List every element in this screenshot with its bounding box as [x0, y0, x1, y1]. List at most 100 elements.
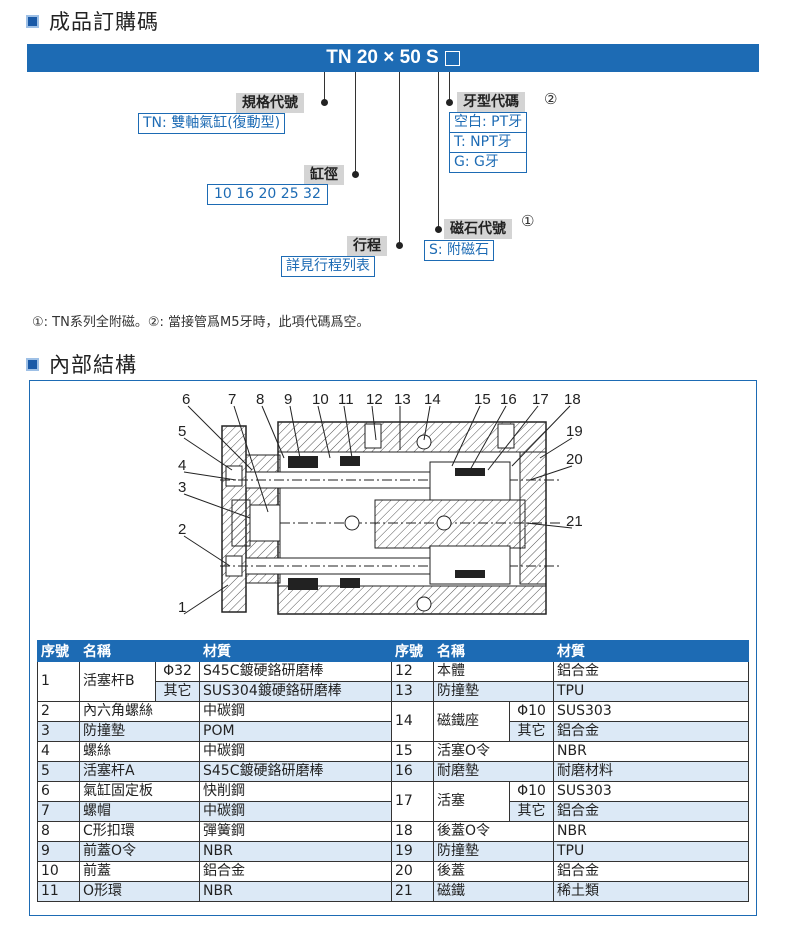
connector-bore: [355, 72, 356, 176]
label-spec: 規格代號: [236, 93, 304, 113]
model-code: TN 20 × 50 S: [326, 47, 439, 68]
part-variant: Φ32: [155, 661, 200, 682]
part-material: 鋁合金: [553, 661, 749, 682]
part-no: 3: [37, 721, 80, 742]
connector-spec: [324, 72, 325, 102]
callout-11: 11: [338, 391, 354, 408]
callout-9: 9: [284, 391, 292, 408]
part-material: 稀土類: [553, 881, 749, 902]
seal-front-top: [288, 456, 318, 468]
part-material: 快削鋼: [199, 781, 392, 802]
part-no: 1: [37, 661, 80, 702]
dot-thread: [446, 99, 453, 106]
magnet-top: [455, 468, 485, 476]
table-header-row: 序號 名稱 材質 序號 名稱 材質: [37, 640, 749, 662]
callout-4: 4: [178, 457, 186, 474]
seal-mid-top: [340, 456, 360, 466]
part-material: 鋁合金: [199, 861, 392, 882]
connector-thread: [449, 72, 450, 102]
callout-leader-8: [261, 405, 285, 459]
magnet-value: S: 附磁石: [429, 242, 490, 258]
part-material: 鋁合金: [553, 721, 749, 742]
part-no: 14: [391, 701, 434, 742]
port-bottom: [416, 596, 432, 612]
thread-value-1: T: NPT牙: [450, 133, 527, 153]
part-material: 中碳鋼: [199, 701, 392, 722]
callout-14: 14: [424, 391, 441, 408]
part-name: 活塞: [433, 781, 510, 822]
part-no: 17: [391, 781, 434, 822]
section-title-internal: 內部結構: [26, 349, 137, 379]
header-material-right: 材質: [553, 640, 749, 662]
pin-center-left: [344, 515, 360, 531]
square-bullet-icon: [26, 357, 39, 371]
sensor-slot-2: [497, 423, 515, 449]
callout-group: [183, 405, 573, 615]
part-material: NBR: [553, 821, 749, 842]
internal-structure-frame: [29, 380, 757, 916]
callout-leader-10: [317, 405, 331, 459]
part-name: 活塞O令: [433, 741, 554, 762]
magnet-bottom: [455, 570, 485, 578]
callout-leader-16: [469, 405, 507, 471]
part-no: 13: [391, 681, 434, 702]
part-material: POM: [199, 721, 392, 742]
part-material: SUS303: [553, 701, 749, 722]
label-bore: 缸徑: [304, 165, 344, 185]
part-variant: 其它: [509, 801, 554, 822]
callout-leader-9: [289, 405, 301, 459]
callout-21: 21: [566, 513, 583, 530]
thread-value-2: G: G牙: [454, 154, 499, 170]
part-name: 磁鐵: [433, 881, 554, 902]
thread-value-box: 空白: PT牙 T: NPT牙 G: G牙: [449, 112, 528, 173]
dot-magnet: [435, 226, 442, 233]
part-variant: Φ10: [509, 781, 554, 802]
label-thread: 牙型代碼: [457, 92, 525, 112]
part-material: TPU: [553, 841, 749, 862]
part-no: 5: [37, 761, 80, 782]
part-material: NBR: [199, 841, 392, 862]
dot-stroke: [396, 242, 403, 249]
callout-8: 8: [256, 391, 264, 408]
callout-13: 13: [394, 391, 411, 408]
callout-leader-1: [183, 584, 229, 615]
rod-nut: [249, 504, 281, 542]
part-name: C形扣環: [79, 821, 200, 842]
part-material: 鋁合金: [553, 861, 749, 882]
part-material: NBR: [553, 741, 749, 762]
part-no: 16: [391, 761, 434, 782]
callout-6: 6: [182, 391, 190, 408]
part-material: 鋁合金: [553, 801, 749, 822]
plate-bolt-top: [225, 465, 243, 487]
magnet-note-mark: ①: [521, 212, 535, 230]
part-name: 氣缸固定板: [79, 781, 200, 802]
part-name: 磁鐵座: [433, 701, 510, 742]
callout-3: 3: [178, 479, 186, 496]
callout-15: 15: [474, 391, 491, 408]
piston-bottom: [429, 545, 511, 585]
part-no: 6: [37, 781, 80, 802]
part-no: 4: [37, 741, 80, 762]
model-code-bar: TN 20 × 50 S: [27, 44, 759, 72]
stroke-value-box: 詳見行程列表: [281, 256, 375, 277]
order-title-text: 成品訂購碼: [49, 10, 159, 34]
label-stroke: 行程: [347, 236, 387, 256]
part-material: NBR: [199, 881, 392, 902]
magnet-value-box: S: 附磁石: [424, 240, 495, 261]
part-material: 耐磨材料: [553, 761, 749, 782]
callout-10: 10: [312, 391, 329, 408]
part-no: 11: [37, 881, 80, 902]
piston-top: [429, 461, 511, 501]
connector-stroke: [399, 72, 400, 245]
square-bullet-icon: [26, 14, 39, 28]
callout-1: 1: [178, 599, 186, 616]
callout-leader-11: [343, 405, 353, 459]
